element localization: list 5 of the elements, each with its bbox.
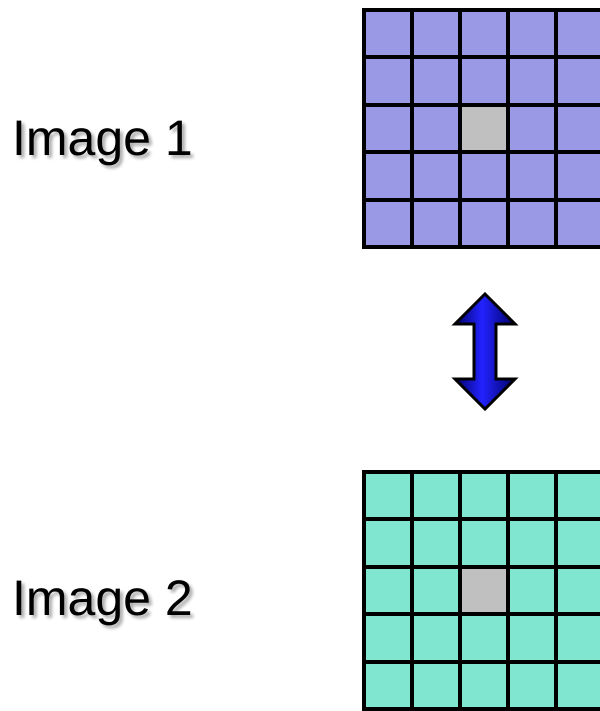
double-arrow xyxy=(451,292,519,412)
image-label: Image 1 xyxy=(12,109,193,168)
pixel-grid xyxy=(362,470,600,711)
image-label: Image 2 xyxy=(12,569,193,628)
pixel-grid xyxy=(362,8,600,249)
